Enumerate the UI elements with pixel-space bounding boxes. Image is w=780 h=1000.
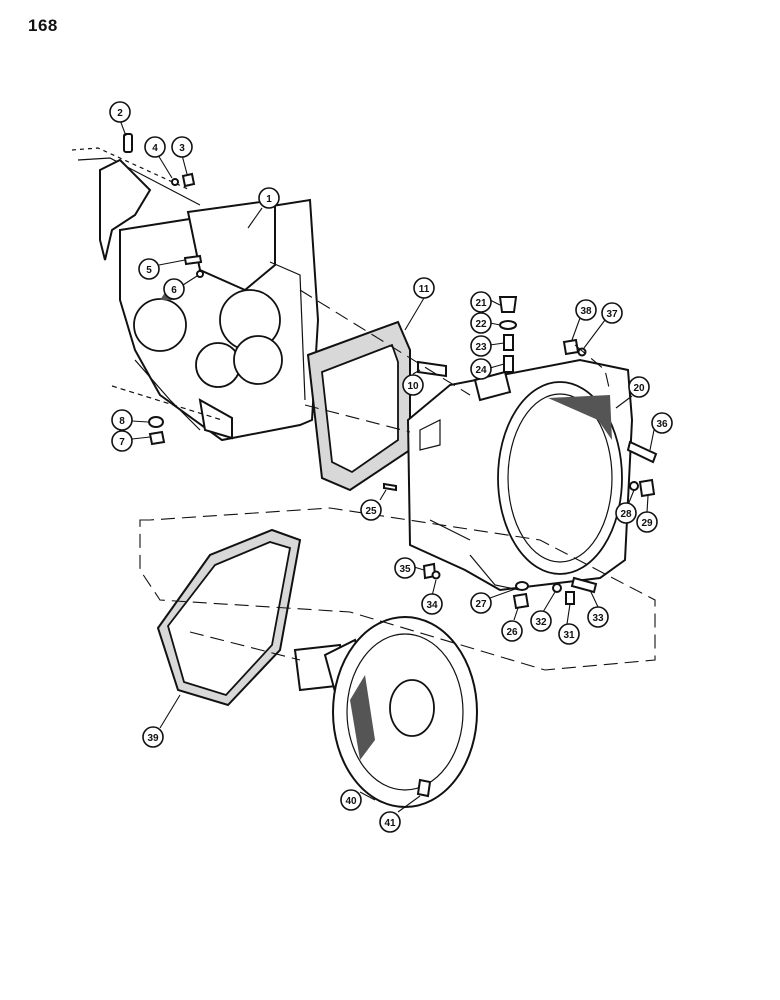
svg-text:10: 10	[407, 381, 419, 392]
bolt-31	[565, 591, 575, 605]
callout-22: 22	[470, 312, 492, 334]
callout-23: 23	[470, 335, 492, 357]
callout-39: 39	[142, 726, 164, 748]
dowel-25	[383, 482, 397, 492]
svg-text:31: 31	[563, 630, 575, 641]
callout-31: 31	[558, 623, 580, 645]
svg-text:39: 39	[147, 733, 159, 744]
svg-text:28: 28	[620, 509, 632, 520]
callout-35: 35	[394, 557, 416, 579]
gasket-11	[306, 320, 411, 492]
svg-text:11: 11	[419, 284, 430, 295]
svg-text:32: 32	[535, 617, 547, 628]
washer-22	[499, 320, 517, 330]
callout-6: 6	[163, 278, 185, 300]
callouts: 1 2 3 4 5 6 7 8 10 11 20 21 22 23 24 25 …	[109, 101, 673, 833]
svg-text:33: 33	[592, 613, 604, 624]
svg-text:21: 21	[475, 298, 487, 309]
callout-32: 32	[530, 610, 552, 632]
callout-24: 24	[470, 358, 492, 380]
svg-text:4: 4	[152, 143, 158, 154]
callout-20: 20	[628, 376, 650, 398]
assembly-lines	[139, 289, 656, 671]
svg-text:37: 37	[606, 309, 618, 320]
svg-text:23: 23	[475, 342, 487, 353]
bolt-33	[570, 576, 598, 594]
page-number: 168	[28, 16, 58, 35]
clutch-housing	[406, 358, 634, 592]
svg-text:8: 8	[119, 416, 125, 427]
svg-text:2: 2	[117, 108, 123, 119]
callout-26: 26	[501, 620, 523, 642]
callout-41: 41	[379, 811, 401, 833]
bolt-36	[626, 440, 658, 464]
callout-36: 36	[651, 412, 673, 434]
plunger-24	[503, 355, 514, 373]
gasket-39	[156, 528, 302, 707]
bolt-41	[416, 778, 432, 798]
washer-34	[431, 570, 441, 580]
nut-7	[148, 430, 166, 446]
callout-8: 8	[111, 409, 133, 431]
pin-2	[123, 133, 133, 153]
washer-28	[629, 481, 639, 491]
callout-28: 28	[615, 502, 637, 524]
plug-21	[498, 296, 518, 313]
svg-text:20: 20	[633, 383, 645, 394]
svg-text:22: 22	[475, 319, 487, 330]
callout-3: 3	[171, 136, 193, 158]
callout-40: 40	[340, 789, 362, 811]
washer-27	[515, 581, 529, 591]
small-hardware	[123, 133, 658, 798]
svg-text:26: 26	[506, 627, 518, 638]
washer-32	[552, 583, 562, 593]
callout-4: 4	[144, 136, 166, 158]
svg-text:6: 6	[171, 285, 177, 296]
svg-text:29: 29	[641, 518, 653, 529]
bolt-5	[183, 254, 203, 266]
spring-23	[503, 334, 514, 351]
callout-21: 21	[470, 291, 492, 313]
svg-text:3: 3	[179, 143, 185, 154]
callout-11: 11	[413, 277, 435, 299]
callout-27: 27	[470, 592, 492, 614]
front-housing	[71, 147, 320, 442]
washer-37	[577, 347, 587, 357]
svg-text:35: 35	[399, 564, 411, 575]
callout-33: 33	[587, 606, 609, 628]
callout-29: 29	[636, 511, 658, 533]
svg-text:34: 34	[426, 600, 438, 611]
svg-text:24: 24	[475, 365, 487, 376]
callout-5: 5	[138, 258, 160, 280]
stud-10	[417, 360, 447, 378]
nut-29	[638, 478, 656, 498]
callout-1: 1	[258, 187, 280, 209]
callout-37: 37	[601, 302, 623, 324]
washer-8	[148, 416, 164, 428]
plug-3	[181, 172, 196, 188]
callout-25: 25	[360, 499, 382, 521]
callout-10: 10	[402, 374, 424, 396]
nut-38	[562, 338, 580, 356]
svg-text:41: 41	[384, 818, 396, 829]
svg-text:1: 1	[266, 194, 272, 205]
callout-2: 2	[109, 101, 131, 123]
clutch-disc-assembly	[293, 616, 478, 808]
svg-text:36: 36	[656, 419, 668, 430]
callout-38: 38	[575, 299, 597, 321]
plug-26	[512, 592, 530, 610]
svg-text:38: 38	[580, 306, 592, 317]
svg-text:25: 25	[365, 506, 377, 517]
callout-7: 7	[111, 430, 133, 452]
svg-text:5: 5	[146, 265, 152, 276]
callout-34: 34	[421, 593, 443, 615]
svg-text:7: 7	[119, 437, 125, 448]
svg-text:40: 40	[345, 796, 357, 807]
svg-text:27: 27	[475, 599, 487, 610]
washer-6	[196, 270, 204, 278]
washer-4	[171, 178, 179, 186]
